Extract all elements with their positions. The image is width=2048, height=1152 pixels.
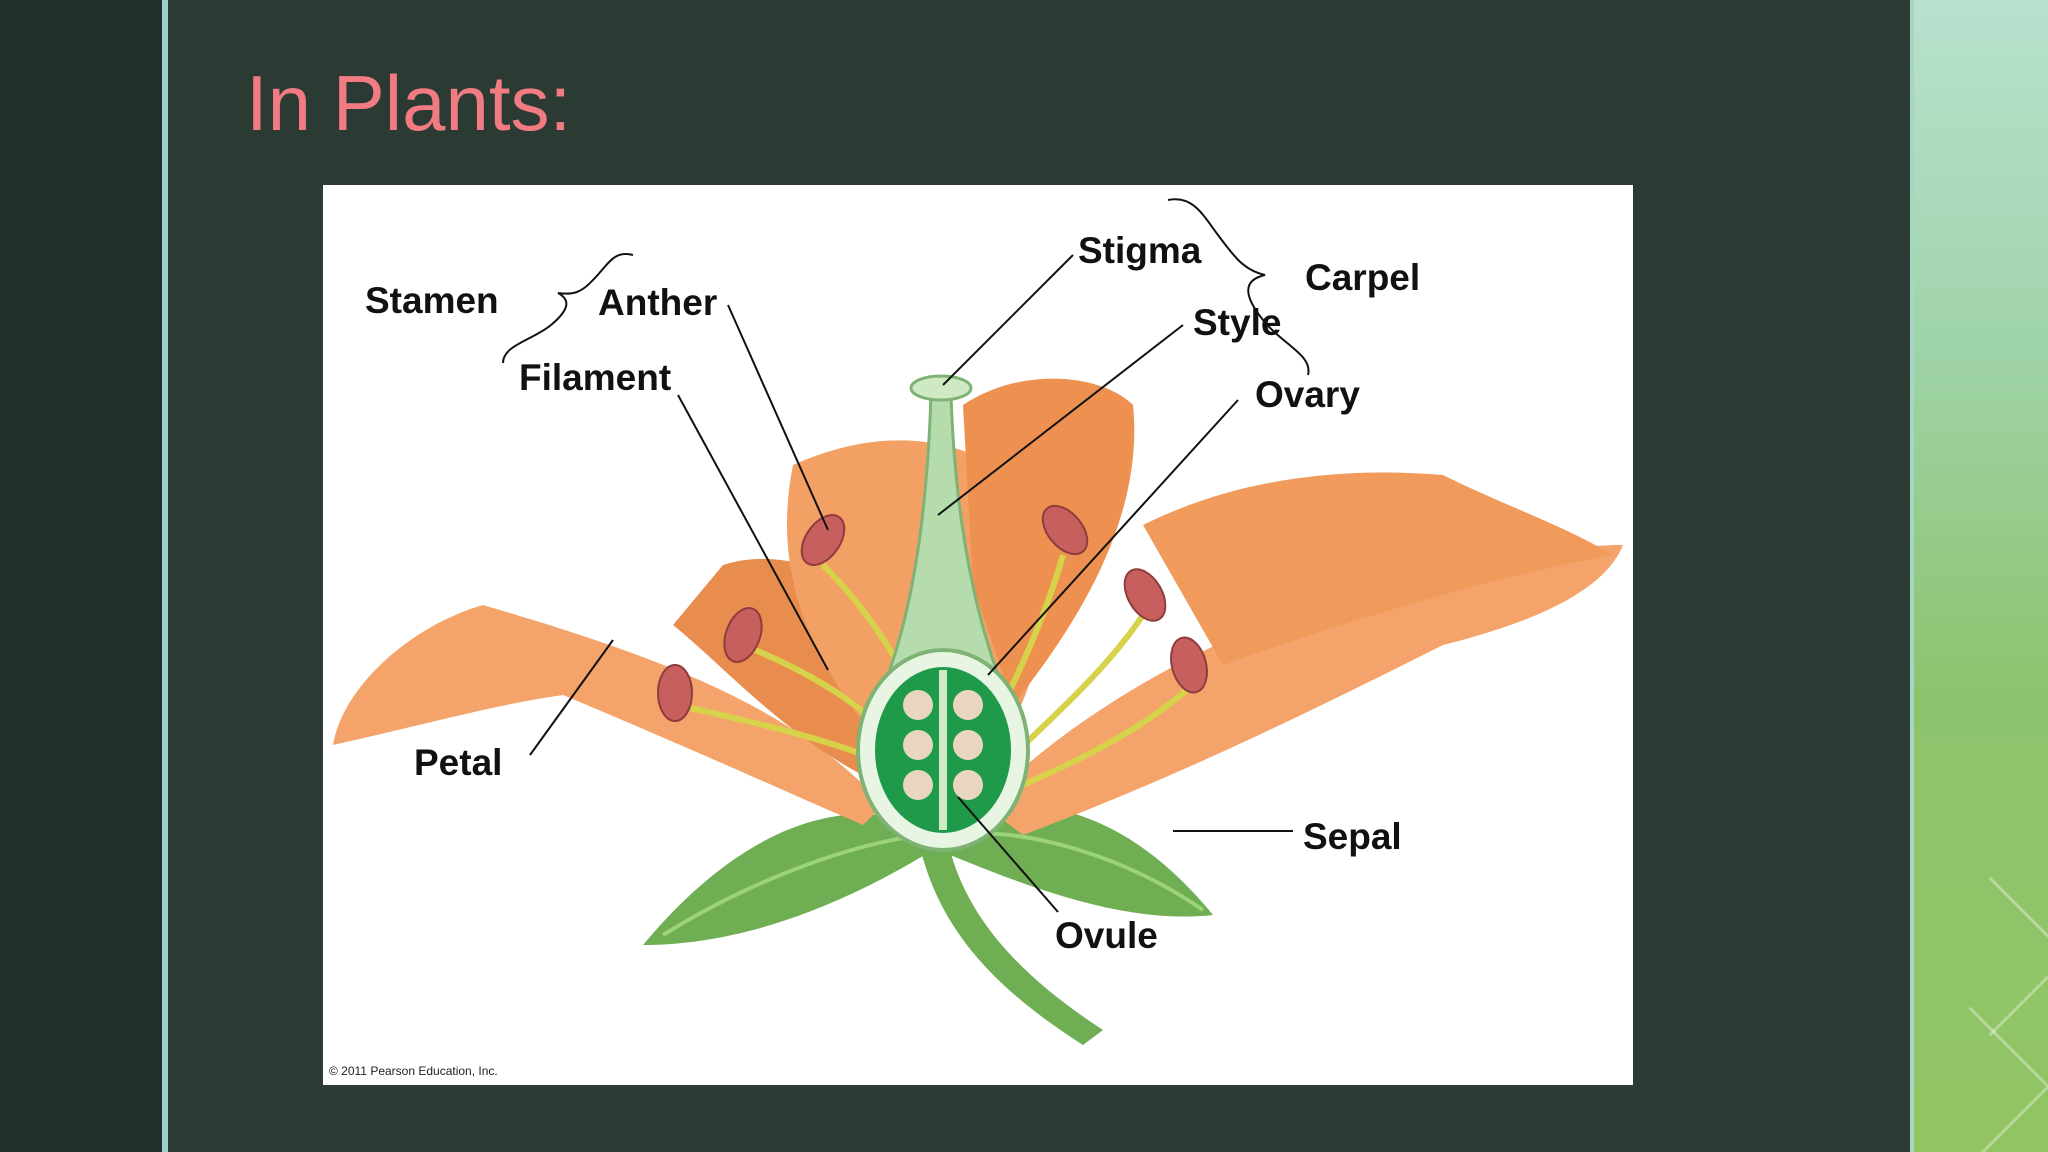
- ovule: [903, 730, 933, 760]
- sepal-left: [643, 814, 933, 945]
- leader-ovule: [957, 796, 1059, 913]
- label-anther: Anther: [598, 282, 717, 323]
- anther: [800, 514, 846, 566]
- label-stamen: Stamen: [365, 280, 499, 321]
- petal-right-upper: [1143, 472, 1613, 665]
- label-ovary: Ovary: [1255, 374, 1360, 415]
- leader-anther: [727, 304, 829, 531]
- leader-style: [937, 324, 1184, 516]
- label-carpel: Carpel: [1305, 257, 1420, 298]
- anther: [1123, 568, 1167, 622]
- chevron-decoration: [1914, 1006, 2048, 1152]
- flower-diagram: Stamen Anther Filament Stigma Style Carp…: [323, 185, 1633, 1085]
- carpel-bracket: [1167, 198, 1310, 376]
- leader-petal: [529, 639, 614, 756]
- anther: [1041, 504, 1089, 556]
- sepal-vein-left: [661, 833, 924, 937]
- leader-stigma: [942, 254, 1074, 386]
- ovule: [903, 770, 933, 800]
- leader-filament: [677, 394, 829, 671]
- stigma: [909, 374, 973, 402]
- anther: [657, 664, 693, 722]
- ovule: [953, 690, 983, 720]
- ovary-septum: [939, 670, 947, 830]
- label-stigma: Stigma: [1078, 230, 1202, 271]
- slide-title: In Plants:: [246, 59, 572, 147]
- label-style: Style: [1193, 302, 1281, 343]
- label-petal: Petal: [414, 742, 502, 783]
- ovule: [953, 770, 983, 800]
- stamen-bracket: [502, 253, 634, 364]
- flower-diagram-svg: Stamen Anther Filament Stigma Style Carp…: [329, 198, 1623, 1078]
- chevron-decoration: [1914, 876, 2048, 1037]
- ovule: [953, 730, 983, 760]
- copyright-notice: © 2011 Pearson Education, Inc.: [329, 1064, 498, 1078]
- right-decorative-band: [1914, 0, 2048, 1152]
- left-accent-stripe: [162, 0, 168, 1152]
- label-ovule: Ovule: [1055, 915, 1158, 956]
- right-accent-stripe: [1910, 0, 1914, 1152]
- label-filament: Filament: [519, 357, 671, 398]
- ovule: [903, 690, 933, 720]
- anther: [723, 607, 763, 663]
- filament-line: [996, 672, 1206, 798]
- petal-right: [983, 545, 1623, 835]
- leader-ovary: [987, 399, 1239, 676]
- petal-right-back: [963, 378, 1135, 705]
- petal-left: [333, 605, 883, 825]
- left-sidebar-band: [0, 0, 162, 1152]
- anther: [1170, 636, 1208, 694]
- label-sepal: Sepal: [1303, 816, 1402, 857]
